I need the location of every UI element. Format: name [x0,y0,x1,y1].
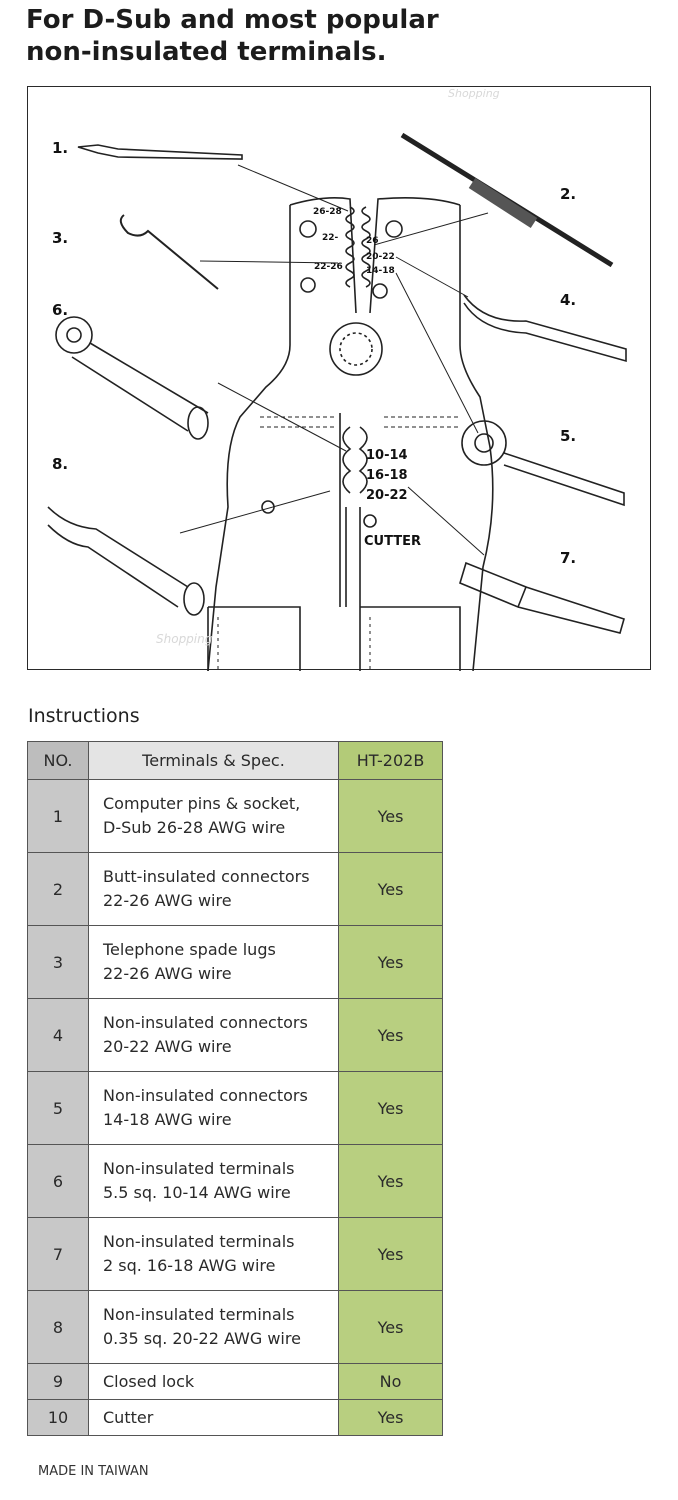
instructions-title: Instructions [28,705,140,727]
jaw-label-22-26: 22-26 [314,262,343,272]
column-header-no: NO. [27,741,89,780]
spec-line: 22-26 AWG wire [103,891,232,910]
row-number: 7 [27,1217,89,1291]
callout-7: 7. [560,549,576,567]
row-value: Yes [338,925,443,999]
row-value: No [338,1363,443,1400]
row-value: Yes [338,1399,443,1436]
row-spec: Non-insulated terminals 2 sq. 16-18 AWG w… [88,1217,339,1291]
table-row: 2 Butt-insulated connectors 22-26 AWG wir… [27,852,443,926]
spec-table: NO. Terminals & Spec. HT-202B 1 Computer… [27,741,443,1436]
die-label-20-22: 20-22 [366,488,408,503]
table-row: 3 Telephone spade lugs 22-26 AWG wire Yes [27,925,443,999]
row-value: Yes [338,998,443,1072]
spec-line: Non-insulated connectors [103,1086,308,1105]
callout-1: 1. [52,139,68,157]
row-spec: Butt-insulated connectors 22-26 AWG wire [88,852,339,926]
callout-2: 2. [560,185,576,203]
row-value: Yes [338,1290,443,1364]
row-value: Yes [338,852,443,926]
jaw-label-26: 26 [366,236,379,246]
column-header-terminals: Terminals & Spec. [88,741,339,780]
row-spec: Non-insulated connectors 20-22 AWG wire [88,998,339,1072]
table-row: 8 Non-insulated terminals 0.35 sq. 20-22 … [27,1290,443,1364]
spec-line: 0.35 sq. 20-22 AWG wire [103,1329,301,1348]
row-value: Yes [338,1071,443,1145]
callout-8: 8. [52,455,68,473]
spec-line: Computer pins & socket, [103,794,301,813]
callout-6: 6. [52,301,68,319]
watermark-top: Shopping [448,87,500,100]
row-spec: Cutter [88,1399,339,1436]
callout-5: 5. [560,427,576,445]
spec-line: 5.5 sq. 10-14 AWG wire [103,1183,291,1202]
crimping-tool-diagram: 1. 2. 3. 4. 6. 5. 8. 7. 26-28 22- 26 20-… [27,86,651,671]
row-number: 4 [27,998,89,1072]
callout-4: 4. [560,291,576,309]
spec-line: Non-insulated terminals [103,1232,295,1251]
row-spec: Closed lock [88,1363,339,1400]
row-spec: Non-insulated connectors 14-18 AWG wire [88,1071,339,1145]
page-title: For D-Sub and most popular non-insulated… [26,4,666,68]
column-header-model: HT-202B [338,741,443,780]
row-number: 9 [27,1363,89,1400]
cutter-label: CUTTER [364,534,421,549]
spec-line: 22-26 AWG wire [103,964,232,983]
row-value: Yes [338,1217,443,1291]
tool-illustration: 1. 2. 3. 4. 6. 5. 8. 7. 26-28 22- 26 20-… [47,87,627,671]
table-row: 7 Non-insulated terminals 2 sq. 16-18 AWG… [27,1217,443,1291]
row-number: 2 [27,852,89,926]
jaw-label-26-28: 26-28 [313,207,342,217]
table-row: 10 Cutter Yes [27,1399,443,1436]
spec-line: Non-insulated terminals [103,1305,295,1324]
jaw-label-20-22: 20-22 [366,252,395,262]
table-row: 1 Computer pins & socket, D-Sub 26-28 AWG… [27,779,443,853]
spec-line: 20-22 AWG wire [103,1037,232,1056]
row-number: 6 [27,1144,89,1218]
callout-3: 3. [52,229,68,247]
row-spec: Telephone spade lugs 22-26 AWG wire [88,925,339,999]
title-line-1: For D-Sub and most popular [26,5,439,35]
row-spec: Computer pins & socket, D-Sub 26-28 AWG w… [88,779,339,853]
row-number: 3 [27,925,89,999]
spec-line: 2 sq. 16-18 AWG wire [103,1256,276,1275]
jaw-label-22: 22- [322,233,339,243]
row-number: 1 [27,779,89,853]
row-number: 10 [27,1399,89,1436]
row-value: Yes [338,1144,443,1218]
row-number: 5 [27,1071,89,1145]
spec-line: Non-insulated connectors [103,1013,308,1032]
row-spec: Non-insulated terminals 0.35 sq. 20-22 AW… [88,1290,339,1364]
die-label-10-14: 10-14 [366,448,408,463]
title-line-2: non-insulated terminals. [26,37,387,67]
row-number: 8 [27,1290,89,1364]
row-spec: Non-insulated terminals 5.5 sq. 10-14 AWG… [88,1144,339,1218]
watermark-bottom: Shopping [156,632,213,646]
row-value: Yes [338,779,443,853]
die-label-16-18: 16-18 [366,468,408,483]
table-row: 4 Non-insulated connectors 20-22 AWG wire… [27,998,443,1072]
table-row: 6 Non-insulated terminals 5.5 sq. 10-14 A… [27,1144,443,1218]
spec-line: D-Sub 26-28 AWG wire [103,818,286,837]
spec-line: Telephone spade lugs [103,940,276,959]
spec-line: 14-18 AWG wire [103,1110,232,1129]
made-in-label: MADE IN TAIWAN [38,1464,149,1479]
table-header-row: NO. Terminals & Spec. HT-202B [27,741,443,780]
jaw-label-14-18: 14-18 [366,266,395,276]
spec-line: Butt-insulated connectors [103,867,310,886]
spec-line: Non-insulated terminals [103,1159,295,1178]
table-row: 9 Closed lock No [27,1363,443,1400]
table-row: 5 Non-insulated connectors 14-18 AWG wire… [27,1071,443,1145]
